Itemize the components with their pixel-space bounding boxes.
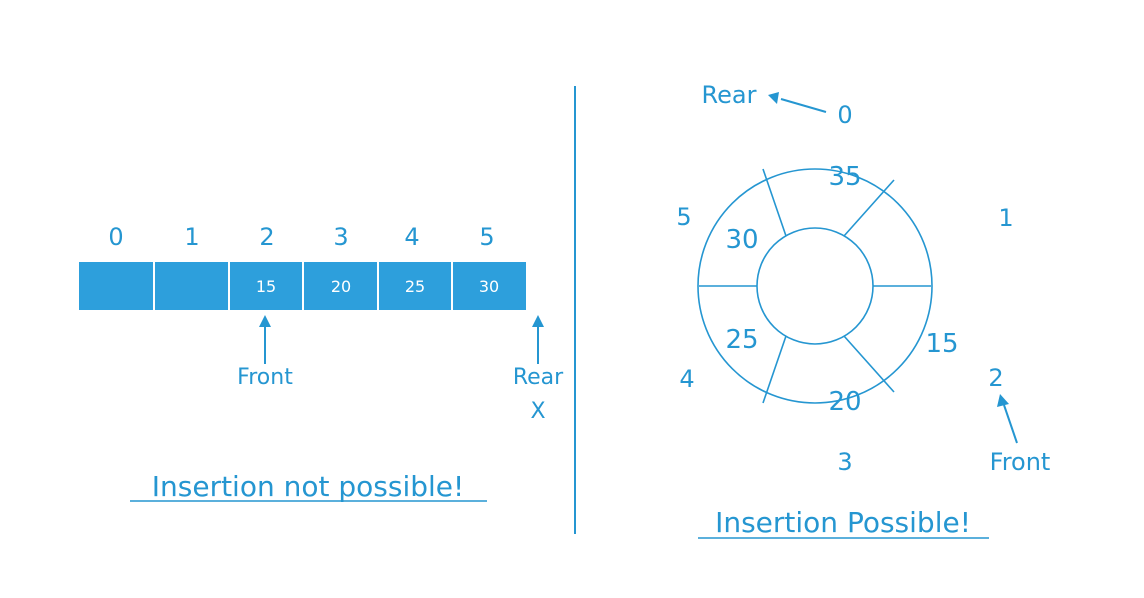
array-cell-2: 15 bbox=[256, 277, 276, 296]
linear-caption: Insertion not possible! bbox=[152, 470, 464, 503]
ring-segment-3: 20 bbox=[828, 387, 861, 417]
ring-position-0: 0 bbox=[837, 101, 852, 129]
ring-position-3: 3 bbox=[837, 448, 852, 476]
ring-position-5: 5 bbox=[676, 203, 691, 231]
front-arrow-head bbox=[997, 394, 1009, 407]
linear-queue: 0 1 2 3 4 5 15 20 25 30 Front bbox=[79, 223, 564, 503]
circular-front-label: Front bbox=[990, 448, 1051, 476]
linear-index-2: 2 bbox=[259, 223, 274, 251]
circular-queue: Rear 35 15 20 25 30 0 1 2 3 4 5 bbox=[676, 81, 1050, 539]
linear-index-row: 0 1 2 3 4 5 bbox=[108, 223, 494, 251]
rear-arrow-head bbox=[532, 315, 544, 327]
ring-divider bbox=[762, 335, 787, 404]
linear-rear-label: Rear bbox=[513, 365, 564, 390]
circular-rear-label: Rear bbox=[702, 81, 757, 109]
linear-index-5: 5 bbox=[479, 223, 494, 251]
ring-segment-2: 15 bbox=[925, 329, 958, 359]
ring-divider bbox=[843, 179, 895, 237]
linear-front-label: Front bbox=[237, 365, 293, 390]
linear-index-1: 1 bbox=[184, 223, 199, 251]
ring-segment-4: 25 bbox=[725, 325, 758, 355]
circular-front-pointer: Front bbox=[990, 394, 1051, 476]
linear-index-0: 0 bbox=[108, 223, 123, 251]
array-cell-3: 20 bbox=[331, 277, 351, 296]
array-cell-5: 30 bbox=[479, 277, 499, 296]
ring-segment-0: 35 bbox=[828, 162, 861, 192]
ring-segment-5: 30 bbox=[725, 225, 758, 255]
linear-array: 15 20 25 30 bbox=[79, 262, 526, 310]
ring-divider bbox=[843, 335, 895, 393]
circular-rear-pointer: Rear bbox=[702, 81, 827, 113]
linear-rear-x-mark: X bbox=[530, 399, 545, 424]
linear-index-3: 3 bbox=[333, 223, 348, 251]
ring-position-1: 1 bbox=[998, 204, 1013, 232]
front-arrow-head bbox=[259, 315, 271, 327]
ring-divider bbox=[762, 168, 787, 237]
ring-position-2: 2 bbox=[988, 364, 1003, 392]
ring-positions: 0 1 2 3 4 5 bbox=[676, 101, 1013, 476]
rear-pointer: Rear X bbox=[513, 315, 564, 424]
front-pointer: Front bbox=[237, 315, 293, 390]
ring-position-4: 4 bbox=[679, 365, 694, 393]
circular-caption: Insertion Possible! bbox=[715, 506, 971, 539]
rear-arrow-head bbox=[768, 92, 779, 104]
rear-arrow-line bbox=[780, 98, 827, 113]
ring-inner bbox=[756, 227, 874, 345]
array-cell-4: 25 bbox=[405, 277, 425, 296]
linear-index-4: 4 bbox=[404, 223, 419, 251]
front-arrow-line bbox=[1003, 404, 1018, 444]
ring-outer bbox=[697, 168, 933, 404]
ring-segments: 35 15 20 25 30 bbox=[725, 162, 958, 417]
